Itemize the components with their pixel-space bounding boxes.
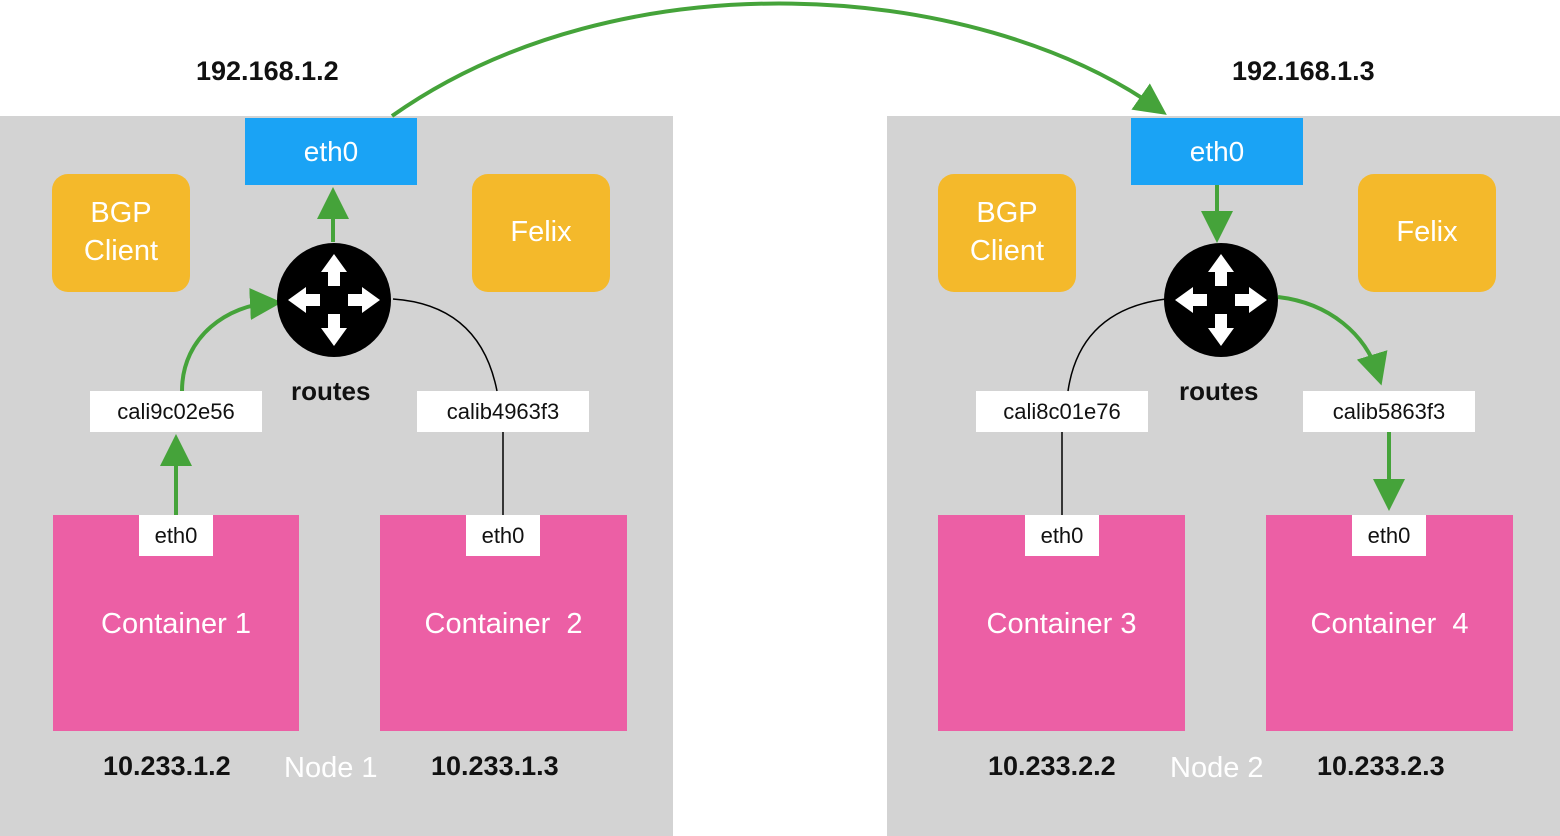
- node-1-felix: Felix: [472, 174, 610, 292]
- node-1-container-2-eth0: eth0: [466, 515, 540, 556]
- node-2-eth0: eth0: [1131, 118, 1303, 185]
- node-1-container-1-ip: 10.233.1.2: [103, 751, 231, 781]
- node-1-container-1-eth0: eth0: [139, 515, 213, 556]
- node-1-router-icon: [277, 243, 391, 357]
- node-2-container-4: Container 4: [1266, 515, 1513, 731]
- node-2-link-router-to-cali8c01e76: [1067, 298, 1167, 392]
- node-1-eth0: eth0: [245, 118, 417, 185]
- node-2-bgp-client: BGP Client: [938, 174, 1076, 292]
- node-1-routes-label: routes: [291, 376, 371, 406]
- node-2-interface-calib5863f3: calib5863f3: [1303, 391, 1475, 432]
- node-2-routes-label: routes: [1179, 376, 1259, 406]
- path-cali9c02e56-to-router: [180, 288, 282, 392]
- node-2-host-ip: 192.168.1.3: [1232, 56, 1375, 86]
- node-2-container-3-ip: 10.233.2.2: [988, 751, 1116, 781]
- path-router-to-calib5863f3: [1277, 295, 1388, 386]
- node-2-router-icon: [1164, 243, 1278, 357]
- path-node-1-eth0-to-node-2-eth0: [390, 1, 1167, 118]
- node-2-felix: Felix: [1358, 174, 1496, 292]
- node-1-label: Node 1: [284, 752, 378, 784]
- node-2-container-3-eth0: eth0: [1025, 515, 1099, 556]
- node-1-link-router-to-calib4963f3: [392, 298, 498, 392]
- node-1-interface-cali9c02e56: cali9c02e56: [90, 391, 262, 432]
- node-1-interface-calib4963f3: calib4963f3: [417, 391, 589, 432]
- node-1-container-2-ip: 10.233.1.3: [431, 751, 559, 781]
- node-2-label: Node 2: [1170, 752, 1264, 784]
- node-1-host-ip: 192.168.1.2: [196, 56, 339, 86]
- node-2-interface-cali8c01e76: cali8c01e76: [976, 391, 1148, 432]
- node-2-container-4-eth0: eth0: [1352, 515, 1426, 556]
- node-2-container-4-ip: 10.233.2.3: [1317, 751, 1445, 781]
- node-1-bgp-client: BGP Client: [52, 174, 190, 292]
